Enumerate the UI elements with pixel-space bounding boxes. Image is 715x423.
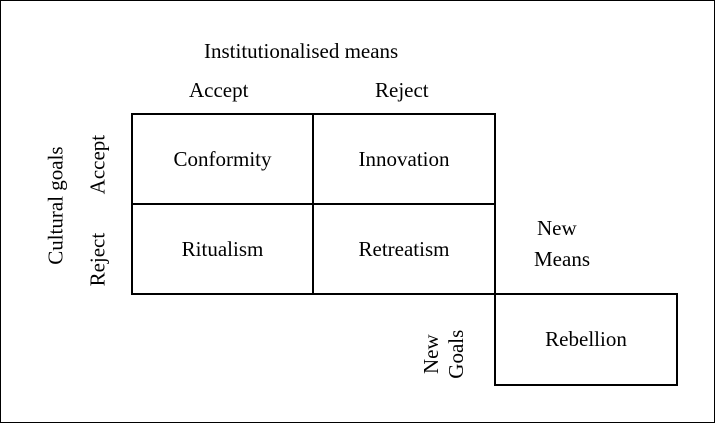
new-goals-label: New Goals xyxy=(419,309,469,399)
grid-horizontal-divider xyxy=(131,203,496,205)
means-accept-label: Accept xyxy=(189,78,249,102)
rebellion-box xyxy=(494,293,678,386)
institutionalised-means-heading: Institutionalised means xyxy=(204,39,399,63)
goals-reject-label: Reject xyxy=(85,232,110,287)
new-goals-line1: New xyxy=(418,334,443,375)
goals-accept-label: Accept xyxy=(85,134,110,195)
means-reject-label: Reject xyxy=(375,78,429,102)
cell-conformity: Conformity xyxy=(173,146,272,171)
cell-innovation: Innovation xyxy=(358,146,450,171)
cell-retreatism: Retreatism xyxy=(358,236,450,261)
cultural-goals-heading: Cultural goals xyxy=(43,146,68,265)
new-goals-line2: Goals xyxy=(444,329,468,379)
new-means-line1: New xyxy=(537,216,577,240)
new-means-line2: Means xyxy=(534,247,590,271)
cell-rebellion: Rebellion xyxy=(545,327,627,351)
cell-ritualism: Ritualism xyxy=(181,236,264,261)
